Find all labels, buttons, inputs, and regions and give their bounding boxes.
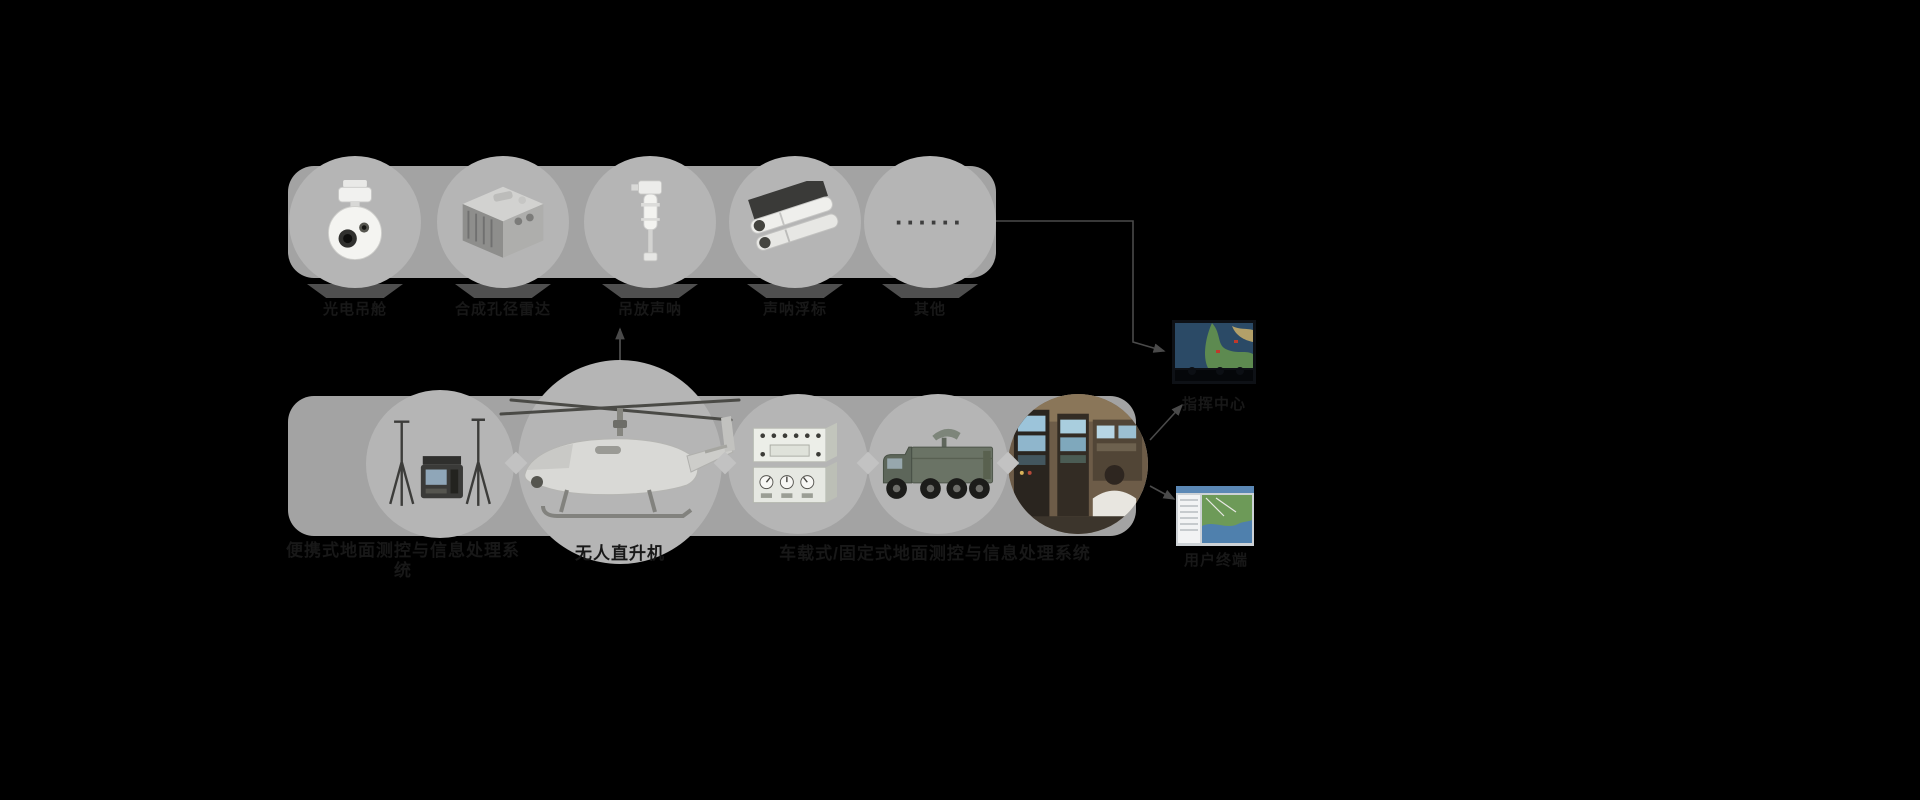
pedestal xyxy=(455,284,551,298)
sonobuoy-launcher-icon xyxy=(748,180,839,251)
payload-label-dipping-sonar: 吊放声呐 xyxy=(617,301,682,318)
system-item-command-cabin xyxy=(1008,394,1148,534)
ellipsis-dots: ······ xyxy=(895,207,965,237)
payload-label-sonobuoy: 声呐浮标 xyxy=(762,301,827,318)
payload-label-other: 其他 xyxy=(913,301,946,318)
datalink-vehicle-icon xyxy=(882,428,994,499)
pedestal xyxy=(882,284,978,298)
payload-label-sar: 合成孔径雷达 xyxy=(454,301,551,318)
command-center-screen xyxy=(1172,320,1256,384)
payload-item-dipping-sonar xyxy=(584,156,716,288)
payload-item-eo-pod xyxy=(289,156,421,288)
dipping-sonar-icon xyxy=(631,180,662,262)
cabin-to-user-terminal-line xyxy=(1149,485,1176,500)
system-item-portable-station xyxy=(366,390,514,538)
pedestal xyxy=(747,284,843,298)
user-terminal-screen xyxy=(1176,486,1254,546)
pedestal xyxy=(602,284,698,298)
pedestal xyxy=(307,284,403,298)
portable-station-label: 便携式地面测控与信息处理系统 xyxy=(286,541,520,580)
payload-item-sar xyxy=(437,156,569,288)
command-cabin-photo xyxy=(1008,394,1148,534)
sar-radar-icon xyxy=(462,186,544,258)
system-item-datalink-vehicle xyxy=(868,394,1008,534)
ground-systems-label: 车载式/固定式地面测控与信息处理系统 xyxy=(779,544,1091,563)
portable-ground-station-icon xyxy=(389,418,491,507)
avionics-rack-icon xyxy=(752,423,837,504)
system-item-avionics xyxy=(728,394,868,534)
user-terminal-label: 用户终端 xyxy=(1183,552,1248,569)
command-center-label: 指挥中心 xyxy=(1181,396,1246,413)
payload-item-sonobuoy xyxy=(729,156,861,288)
eo-pod-icon xyxy=(328,179,382,260)
payload-item-other: ······ xyxy=(864,156,996,288)
unmanned-helicopter-icon xyxy=(499,398,741,518)
payload-to-terminal-line xyxy=(996,220,1166,353)
helicopter-label: 无人直升机 xyxy=(575,544,665,563)
payload-label-eo-pod: 光电吊舱 xyxy=(322,301,387,318)
